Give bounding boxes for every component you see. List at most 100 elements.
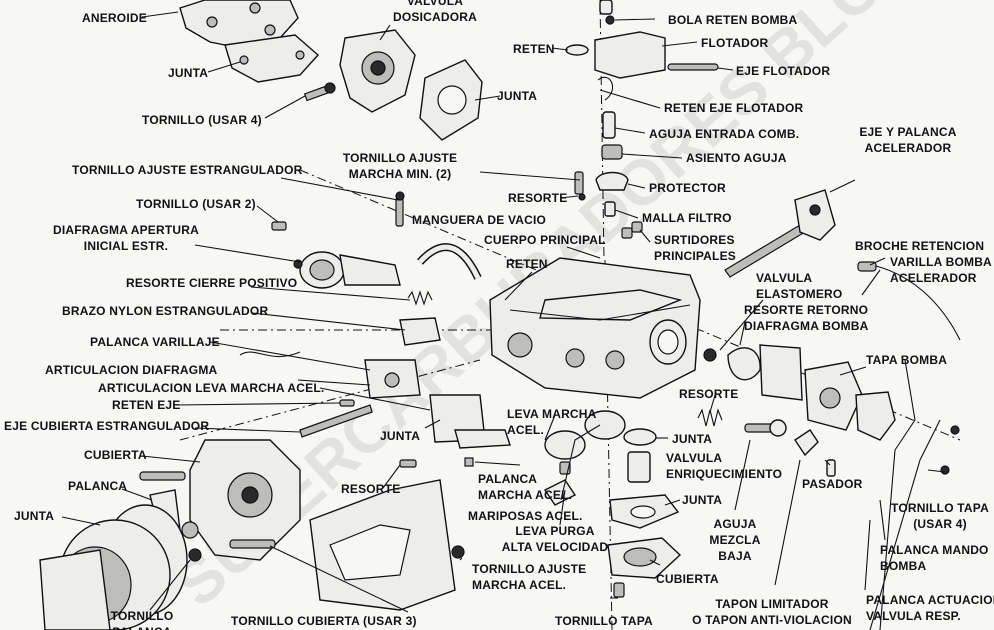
- label-line: PALANCA: [112, 625, 171, 630]
- label-line: O TAPON ANTI-VIOLACION: [692, 613, 852, 627]
- label-line: (USAR 4): [913, 517, 967, 531]
- label-line: BROCHE RETENCION: [855, 239, 984, 253]
- flotador-stack: [565, 0, 719, 239]
- label-line: ACELERADOR: [865, 141, 952, 155]
- label-line: RETEN EJE: [112, 398, 181, 412]
- label-line: TORNILLO AJUSTE: [472, 562, 586, 576]
- label-line: SURTIDORES: [654, 233, 735, 247]
- label-line: RESORTE: [508, 191, 567, 205]
- label-palanca-varillaje: PALANCA VARILLAJE: [90, 335, 220, 349]
- label-broche-retencion: BROCHE RETENCION: [855, 239, 984, 253]
- label-line: DIAFRAGMA BOMBA: [744, 319, 869, 333]
- label-line: VALVULA: [407, 0, 463, 8]
- mariposas-part: [543, 410, 626, 506]
- label-line: JUNTA: [168, 66, 208, 80]
- label-junta-4: JUNTA: [380, 429, 420, 443]
- label-line: RESORTE: [341, 482, 400, 496]
- label-eje-flotador: EJE FLOTADOR: [736, 64, 830, 78]
- label-line: JUNTA: [672, 432, 712, 446]
- label-tornillo-usar-2: TORNILLO (USAR 2): [136, 197, 256, 211]
- cuerpo-principal-part: [489, 257, 701, 399]
- label-line: JUNTA: [14, 509, 54, 523]
- label-varilla-bomba: VARILLA BOMBA ACELERADOR: [890, 255, 992, 285]
- label-line: MALLA FILTRO: [642, 211, 732, 225]
- label-tornillo-palanca: TORNILLO PALANCA: [111, 609, 174, 630]
- label-line: VALVULA RESP.: [866, 609, 961, 623]
- label-bola-reten-bomba: BOLA RETEN BOMBA: [668, 13, 798, 27]
- label-resorte-3: RESORTE: [341, 482, 400, 496]
- leader-lines: [61, 11, 946, 613]
- label-line: AGUJA ENTRADA COMB.: [649, 127, 799, 141]
- label-articulacion-diafragma: ARTICULACION DIAFRAGMA: [45, 363, 218, 377]
- label-junta-2: JUNTA: [497, 89, 537, 103]
- label-line: EJE Y PALANCA: [859, 125, 956, 139]
- label-cubierta-1: CUBIERTA: [84, 448, 147, 462]
- label-junta-6: JUNTA: [682, 493, 722, 507]
- label-brazo-nylon: BRAZO NYLON ESTRANGULADOR: [62, 304, 268, 318]
- label-line: EJE CUBIERTA ESTRANGULADOR: [4, 419, 209, 433]
- label-line: RETEN: [506, 257, 548, 271]
- label-junta-3: JUNTA: [14, 509, 54, 523]
- label-line: CUBIERTA: [656, 572, 719, 586]
- label-surtidores-principales: SURTIDORES PRINCIPALES: [654, 233, 736, 263]
- cubierta-estrangulador-part: [139, 439, 301, 561]
- label-line: TORNILLO: [111, 609, 174, 623]
- label-line: VARILLA BOMBA: [890, 255, 992, 269]
- label-line: RESORTE CIERRE POSITIVO: [126, 276, 297, 290]
- label-line: JUNTA: [497, 89, 537, 103]
- junta-dosicadora: [419, 59, 483, 141]
- label-line: PASADOR: [802, 477, 863, 491]
- label-pasador: PASADOR: [802, 477, 863, 491]
- label-reten-eje: RETEN EJE: [112, 398, 181, 412]
- label-palanca-marcha-acel: PALANCA MARCHA ACEL.: [478, 472, 572, 502]
- label-line: ELASTOMERO: [756, 287, 842, 301]
- label-line: ACELERADOR: [890, 271, 977, 285]
- label-line: LEVA MARCHA: [507, 407, 597, 421]
- label-line: ARTICULACION DIAFRAGMA: [45, 363, 218, 377]
- label-line: TORNILLO AJUSTE ESTRANGULADOR: [72, 163, 303, 177]
- label-line: PALANCA: [478, 472, 537, 486]
- label-line: JUNTA: [682, 493, 722, 507]
- label-junta-5: JUNTA: [672, 432, 712, 446]
- label-asiento-aguja: ASIENTO AGUJA: [686, 151, 787, 165]
- label-line: JUNTA: [380, 429, 420, 443]
- palanca-marcha-part: [399, 429, 511, 468]
- label-line: CUBIERTA: [84, 448, 147, 462]
- tornillo-usar-4-part: [303, 82, 336, 102]
- label-line: BOLA RETEN BOMBA: [668, 13, 798, 27]
- label-reten-2: RETEN: [506, 257, 548, 271]
- label-line: CUERPO PRINCIPAL: [484, 233, 606, 247]
- label-line: BOMBA: [880, 559, 926, 573]
- label-line: TORNILLO TAPA: [891, 501, 989, 515]
- label-eje-palanca-acelerador: EJE Y PALANCA ACELERADOR: [859, 125, 956, 155]
- label-line: MARCHA ACEL.: [478, 488, 572, 502]
- label-mariposas-acel: MARIPOSAS ACEL.: [468, 509, 583, 523]
- label-line: MARCHA MIN. (2): [349, 167, 452, 181]
- label-line: TORNILLO (USAR 4): [142, 113, 262, 127]
- label-line: AGUJA: [713, 517, 756, 531]
- label-eje-cubierta-estrangulador: EJE CUBIERTA ESTRANGULADOR: [4, 419, 209, 433]
- bomba-assembly: [703, 344, 960, 630]
- eje-palanca-acelerador-part: [724, 179, 856, 278]
- manguera-part: [417, 243, 482, 280]
- label-line: BRAZO NYLON ESTRANGULADOR: [62, 304, 268, 318]
- label-resorte-2: RESORTE: [679, 387, 738, 401]
- label-cuerpo-principal: CUERPO PRINCIPAL: [484, 233, 606, 247]
- label-tapa-bomba: TAPA BOMBA: [866, 353, 947, 367]
- label-line: VALVULA: [756, 271, 812, 285]
- label-cubierta-2: CUBIERTA: [656, 572, 719, 586]
- label-line: PRINCIPALES: [654, 249, 736, 263]
- label-protector: PROTECTOR: [649, 181, 726, 195]
- label-line: TAPA BOMBA: [866, 353, 947, 367]
- label-line: INICIAL ESTR.: [84, 239, 168, 253]
- label-manguera-de-vacio: MANGUERA DE VACIO: [412, 213, 546, 227]
- label-tornillo-ajuste-estrangulador: TORNILLO AJUSTE ESTRANGULADOR: [72, 163, 303, 177]
- resorte-aguja-part: [697, 408, 836, 477]
